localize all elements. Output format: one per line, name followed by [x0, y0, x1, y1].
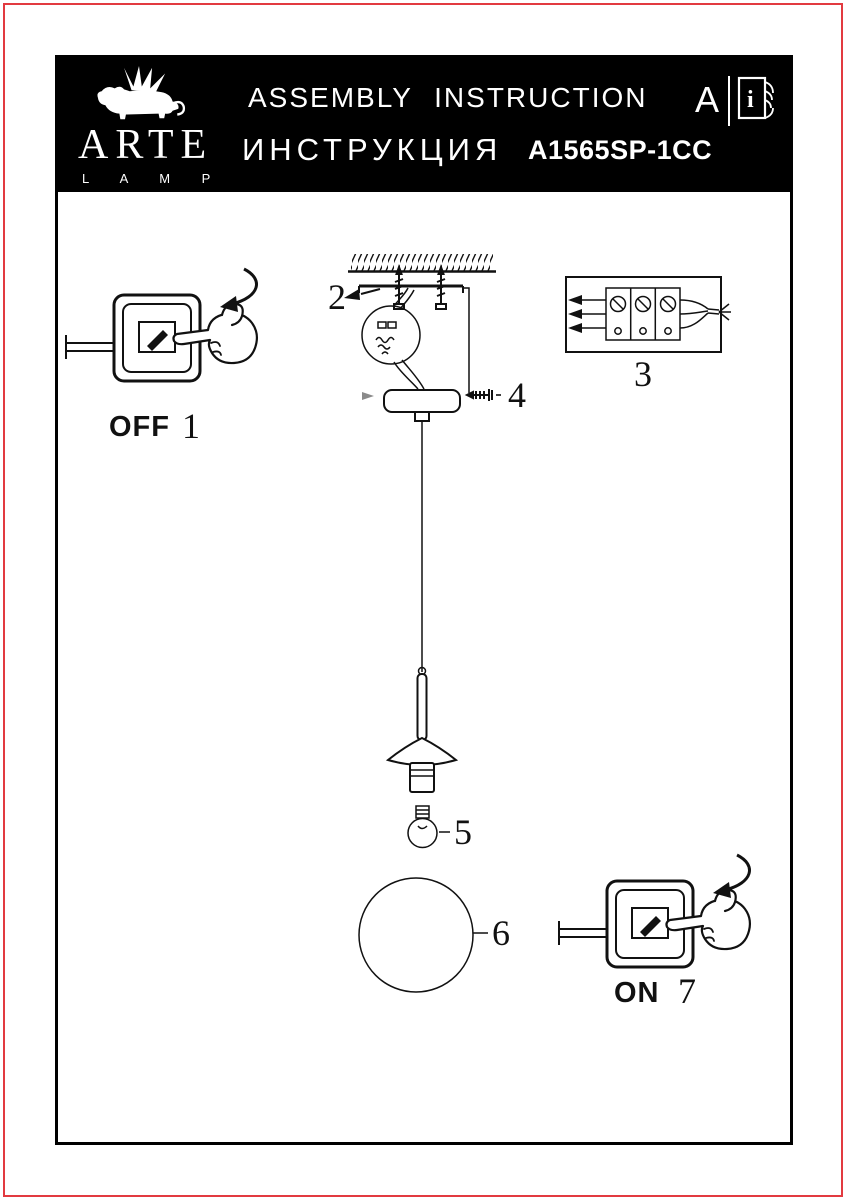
- wall-switch-icon: [557, 853, 752, 969]
- model-number: A1565SP-1CC: [528, 135, 713, 165]
- bracket-screw: [393, 264, 405, 310]
- figure-globe: 6: [358, 877, 510, 993]
- header: ARTE L A M P ASSEMBLY INSTRUCTION ИНСТРУ…: [58, 58, 790, 192]
- winged-lion-logo-icon: [97, 66, 186, 120]
- figure-ceiling-mount: 2: [328, 254, 526, 422]
- header-separator: [728, 76, 730, 126]
- ceiling-hatch: [351, 254, 493, 271]
- brand-subname: L A M P: [82, 171, 225, 186]
- terminal-screws: [609, 295, 677, 335]
- title-english: ASSEMBLY INSTRUCTION: [248, 82, 648, 113]
- bracket-screw: [435, 264, 447, 310]
- step-2-number: 2: [328, 277, 346, 317]
- step-4-number: 4: [508, 375, 526, 415]
- canopy-screw: [464, 389, 493, 401]
- wiring-detail-circle: [361, 305, 421, 365]
- slide-arrow-icon: [362, 392, 374, 400]
- incoming-wires: [568, 295, 606, 333]
- figure-switch-on: ON 7: [557, 853, 752, 1011]
- booklet-info-icon: i: [737, 76, 774, 120]
- figure-pendant: [385, 421, 459, 793]
- step-6-number: 6: [492, 913, 510, 953]
- pendant-rod: [416, 673, 428, 741]
- wall-switch-icon: [64, 267, 259, 383]
- figure-switch-off: OFF 1: [64, 267, 259, 446]
- light-bulb-icon: [407, 817, 438, 849]
- off-label: OFF: [109, 411, 170, 443]
- outgoing-wires: [679, 299, 731, 329]
- step-3-number: 3: [634, 354, 652, 394]
- assembly-diagram: OFF 1: [64, 254, 752, 1011]
- ceiling-canopy: [383, 389, 461, 413]
- brand-name: ARTE: [78, 122, 214, 168]
- diagram-area: OFF 1: [58, 192, 790, 1142]
- step-5-number: 5: [454, 812, 472, 852]
- document-frame: ARTE L A M P ASSEMBLY INSTRUCTION ИНСТРУ…: [55, 55, 793, 1145]
- glass-globe: [358, 877, 474, 993]
- on-label: ON: [614, 977, 660, 1009]
- revision-letter: A: [695, 79, 720, 120]
- figure-bulb: 5: [407, 805, 472, 852]
- shade-cone: [385, 736, 459, 766]
- brand-logo: ARTE L A M P: [58, 58, 238, 192]
- booklet-letter: i: [747, 87, 754, 113]
- lamp-socket: [409, 762, 435, 793]
- step-7-number: 7: [678, 971, 696, 1011]
- step-2-pointer: [344, 289, 360, 300]
- title-russian: ИНСТРУКЦИЯ: [242, 132, 503, 167]
- step-1-number: 1: [182, 406, 200, 446]
- figure-terminal-block: 3: [565, 276, 731, 394]
